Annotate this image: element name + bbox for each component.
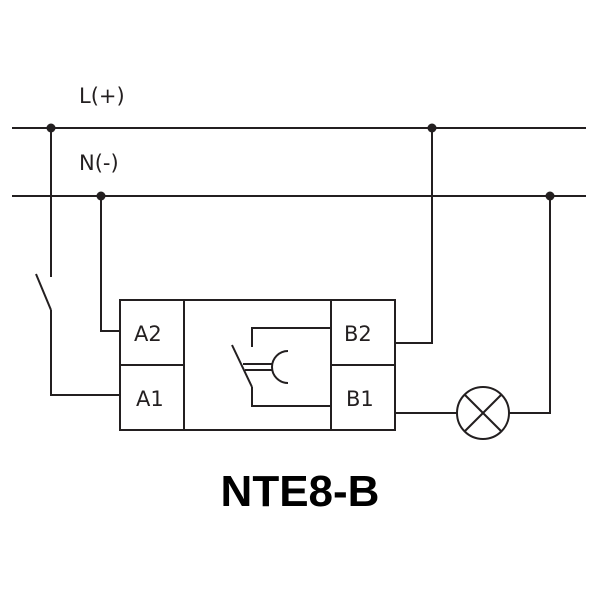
junction-dots: [46, 123, 555, 201]
terminal-a1: A1: [136, 387, 164, 411]
lamp-icon: [456, 386, 510, 440]
lamp-wire: [395, 196, 551, 414]
terminal-a2: A2: [134, 322, 162, 346]
switch-wire: [35, 128, 120, 396]
model-title: NTE8-B: [220, 467, 380, 516]
terminal-b1: B1: [346, 387, 374, 411]
relay-contact-icon: [231, 327, 331, 407]
a2-wire: [100, 196, 120, 332]
live-label: L(+): [79, 84, 125, 108]
b2-wire: [395, 128, 433, 344]
relay-module: [119, 299, 396, 431]
terminal-b2: B2: [344, 322, 372, 346]
neutral-label: N(-): [79, 151, 119, 175]
